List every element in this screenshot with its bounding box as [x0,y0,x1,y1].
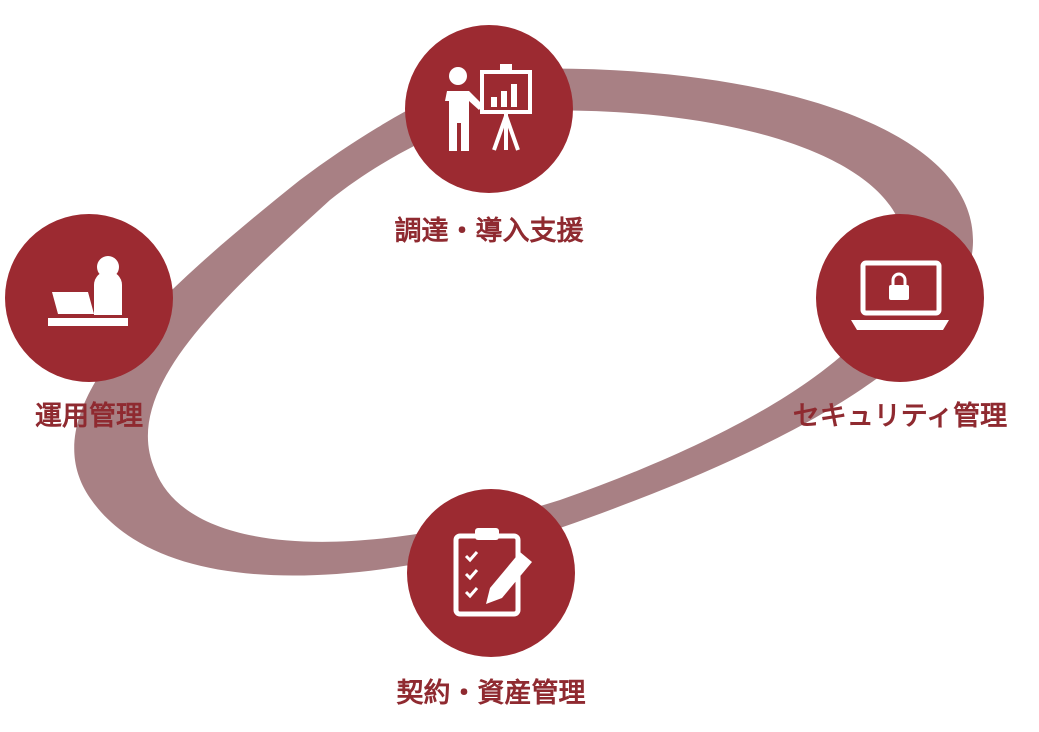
cycle-ring [74,68,974,576]
clipboard-pen-icon [453,528,532,617]
desk-worker-icon [48,256,128,326]
node-label-operation: 運用管理 [35,401,143,432]
node-circle [407,489,575,657]
node-security: セキュリティ管理 [793,214,1007,432]
node-label-security: セキュリティ管理 [793,401,1007,432]
node-label-procurement: 調達・導入支援 [395,215,585,247]
node-contract: 契約・資産管理 [397,489,586,709]
laptop-lock-icon [851,260,949,330]
node-procurement: 調達・導入支援 [395,25,585,247]
node-label-contract: 契約・資産管理 [397,677,586,709]
node-circle [405,25,573,193]
presentation-icon [445,64,532,151]
node-operation: 運用管理 [5,214,173,432]
